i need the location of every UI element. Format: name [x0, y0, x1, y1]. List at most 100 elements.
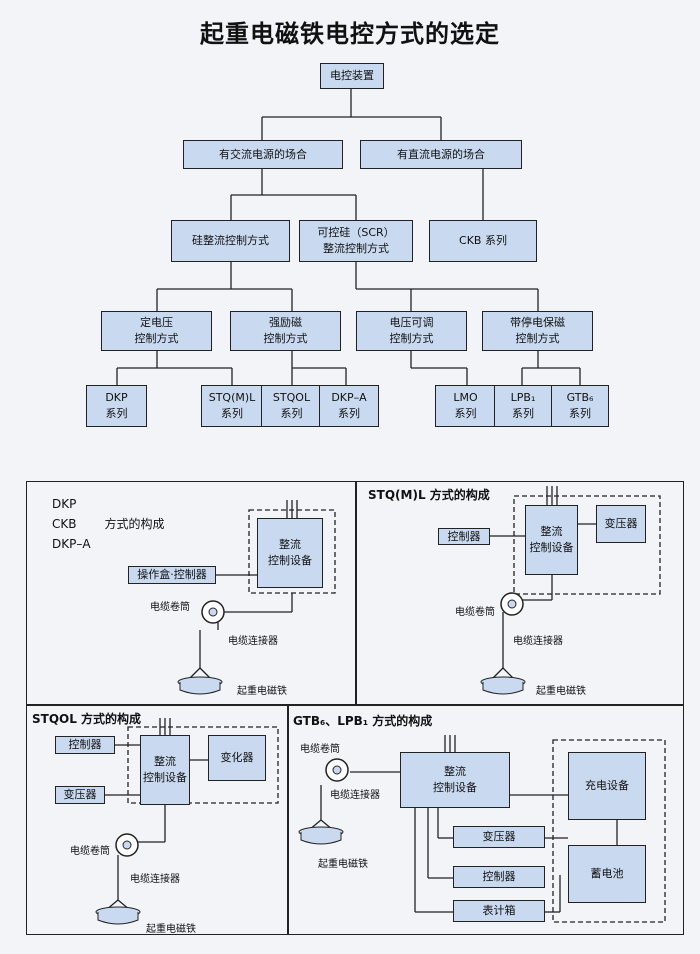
ac-power-label: 有交流电源的场合	[219, 147, 307, 161]
panel2-heading: STQ(M)L 方式的构成	[368, 488, 490, 502]
rect-line1: 整流	[154, 755, 176, 768]
rect-line1: 整流	[540, 525, 563, 538]
cable-reel-label: 电缆卷筒	[455, 607, 495, 618]
cable-reel-label: 电缆卷筒	[70, 846, 110, 857]
series-suffix: 系列	[105, 407, 128, 420]
series-suffix: 系列	[454, 407, 477, 420]
magnet-icon-2	[480, 676, 526, 695]
method-label-line2: 控制方式	[389, 332, 434, 345]
panel-stqol	[26, 704, 289, 935]
ckb-box: CKB 系列	[429, 220, 537, 262]
series-name: DKP	[105, 391, 128, 404]
controller-box: 控制器	[438, 528, 490, 545]
controller-label: 控制器	[447, 529, 481, 543]
transformer-box: 变压器	[453, 826, 545, 848]
series-name: LMO	[453, 391, 478, 404]
dc-power-label: 有直流电源的场合	[397, 147, 485, 161]
rectifier-control-box: 整流 控制设备	[400, 752, 510, 808]
controller-box: 控制器	[453, 866, 545, 888]
panel-gtb-lpb	[287, 704, 684, 935]
rect-line1: 整流	[444, 765, 466, 778]
cable-reel-label: 电缆卷筒	[300, 744, 340, 755]
series-suffix: 系列	[280, 407, 303, 420]
series-box-lpb1: LPB₁ 系列	[494, 385, 552, 427]
rectifier-control-box: 整流 控制设备	[140, 735, 190, 805]
method-box-adjustable-voltage: 电压可调 控制方式	[356, 311, 467, 351]
cable-reel-icon-3	[115, 833, 139, 857]
cable-connector-label: 电缆连接器	[330, 790, 380, 801]
series-name: GTB₆	[566, 391, 594, 404]
series-suffix: 系列	[569, 407, 591, 420]
magnet-icon-4	[298, 826, 344, 845]
scr-label-line1: 可控硅（SCR）	[317, 226, 395, 239]
meter-label: 表计箱	[482, 904, 516, 917]
series-name: STQ(M)L	[208, 391, 256, 404]
meter-box: 表计箱	[453, 900, 545, 922]
series-box-stqol: STQOL 系列	[261, 385, 322, 427]
controller-box: 控制器	[55, 736, 115, 754]
charging-equipment-box: 充电设备	[568, 752, 646, 820]
rect-line2: 控制设备	[433, 781, 477, 794]
rect-line2: 控制设备	[268, 554, 312, 567]
series-box-lmo: LMO 系列	[435, 385, 496, 427]
series-suffix: 系列	[512, 407, 534, 420]
series-name: STQOL	[272, 391, 311, 404]
scr-box: 可控硅（SCR） 整流控制方式	[299, 220, 413, 262]
cable-connector-label: 电缆连接器	[130, 874, 180, 885]
transformer-box: 变压器	[596, 505, 646, 543]
transformer-label: 变压器	[482, 830, 516, 843]
panel1-heading-dkpa: DKP–A	[52, 537, 91, 551]
method-box-constant-voltage: 定电压 控制方式	[101, 311, 212, 351]
root-box: 电控装置	[320, 63, 384, 89]
cable-connector-label: 电缆连接器	[228, 636, 278, 647]
panel1-heading-dkp: DKP	[52, 497, 77, 511]
cable-connector-label: 电缆连接器	[513, 636, 563, 647]
method-box-power-loss-hold: 带停电保磁 控制方式	[482, 311, 593, 351]
transformer-box: 变压器	[55, 786, 105, 804]
si-rect-box: 硅整流控制方式	[171, 220, 290, 262]
ac-power-box: 有交流电源的场合	[183, 140, 343, 169]
rect-line1: 整流	[279, 538, 301, 551]
converter-box: 变化器	[208, 735, 266, 781]
op-label: 操作盒·控制器	[137, 568, 207, 581]
controller-label: 控制器	[68, 738, 102, 751]
series-name: DKP–A	[331, 391, 367, 404]
cable-reel-icon-4	[325, 758, 349, 782]
panel-stqml	[355, 481, 684, 706]
ckb-label: CKB 系列	[459, 234, 507, 247]
scr-label-line2: 整流控制方式	[323, 242, 389, 255]
series-suffix: 系列	[338, 407, 360, 420]
magnet-label: 起重电磁铁	[318, 859, 368, 870]
converter-label: 变化器	[220, 751, 254, 764]
root-label: 电控装置	[330, 69, 374, 82]
magnet-label: 起重电磁铁	[237, 686, 287, 697]
cable-reel-icon-1	[201, 600, 225, 624]
battery-label: 蓄电池	[590, 867, 624, 880]
dc-power-box: 有直流电源的场合	[360, 140, 522, 169]
method-label-line2: 控制方式	[263, 332, 308, 345]
panel4-heading: GTB₆、LPB₁ 方式的构成	[293, 714, 433, 728]
method-label-line2: 控制方式	[134, 332, 179, 345]
series-box-dkpa: DKP–A 系列	[319, 385, 379, 427]
method-label-line1: 带停电保磁	[510, 316, 565, 329]
magnet-icon-3	[95, 906, 141, 925]
panel-dkp-ckb	[26, 481, 357, 706]
method-label-line1: 定电压	[140, 316, 173, 329]
panel1-heading-ckb: CKB	[52, 517, 77, 531]
method-label-line1: 电压可调	[389, 316, 434, 329]
rect-line2: 控制设备	[529, 541, 574, 554]
panel3-heading: STQOL 方式的构成	[32, 712, 142, 726]
series-box-gtb6: GTB₆ 系列	[551, 385, 609, 427]
method-label-line2: 控制方式	[515, 332, 560, 345]
series-suffix: 系列	[221, 407, 243, 420]
series-box-dkp: DKP 系列	[86, 385, 147, 427]
magnet-label: 起重电磁铁	[146, 924, 196, 935]
battery-box: 蓄电池	[568, 845, 646, 903]
method-label-line1: 强励磁	[269, 316, 302, 329]
transformer-label: 变压器	[604, 517, 638, 530]
page-title: 起重电磁铁电控方式的选定	[200, 20, 500, 48]
cable-reel-icon-2	[500, 592, 524, 616]
series-name: LPB₁	[510, 391, 536, 404]
